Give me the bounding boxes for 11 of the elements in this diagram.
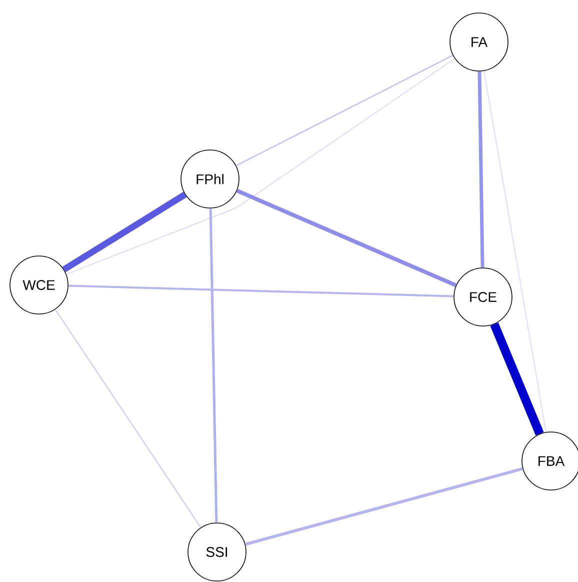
edge-line: [68, 284, 454, 298]
edge-line: [236, 54, 454, 166]
edge-line: [236, 188, 457, 288]
edge-line: [483, 70, 547, 433]
edge-line: [478, 71, 484, 268]
edge-line: [244, 467, 524, 546]
edge-line: [62, 192, 187, 272]
edge-line: [54, 308, 202, 528]
edge-line: [490, 322, 544, 436]
edge-line: [209, 208, 218, 523]
edge-line: [66, 58, 456, 275]
